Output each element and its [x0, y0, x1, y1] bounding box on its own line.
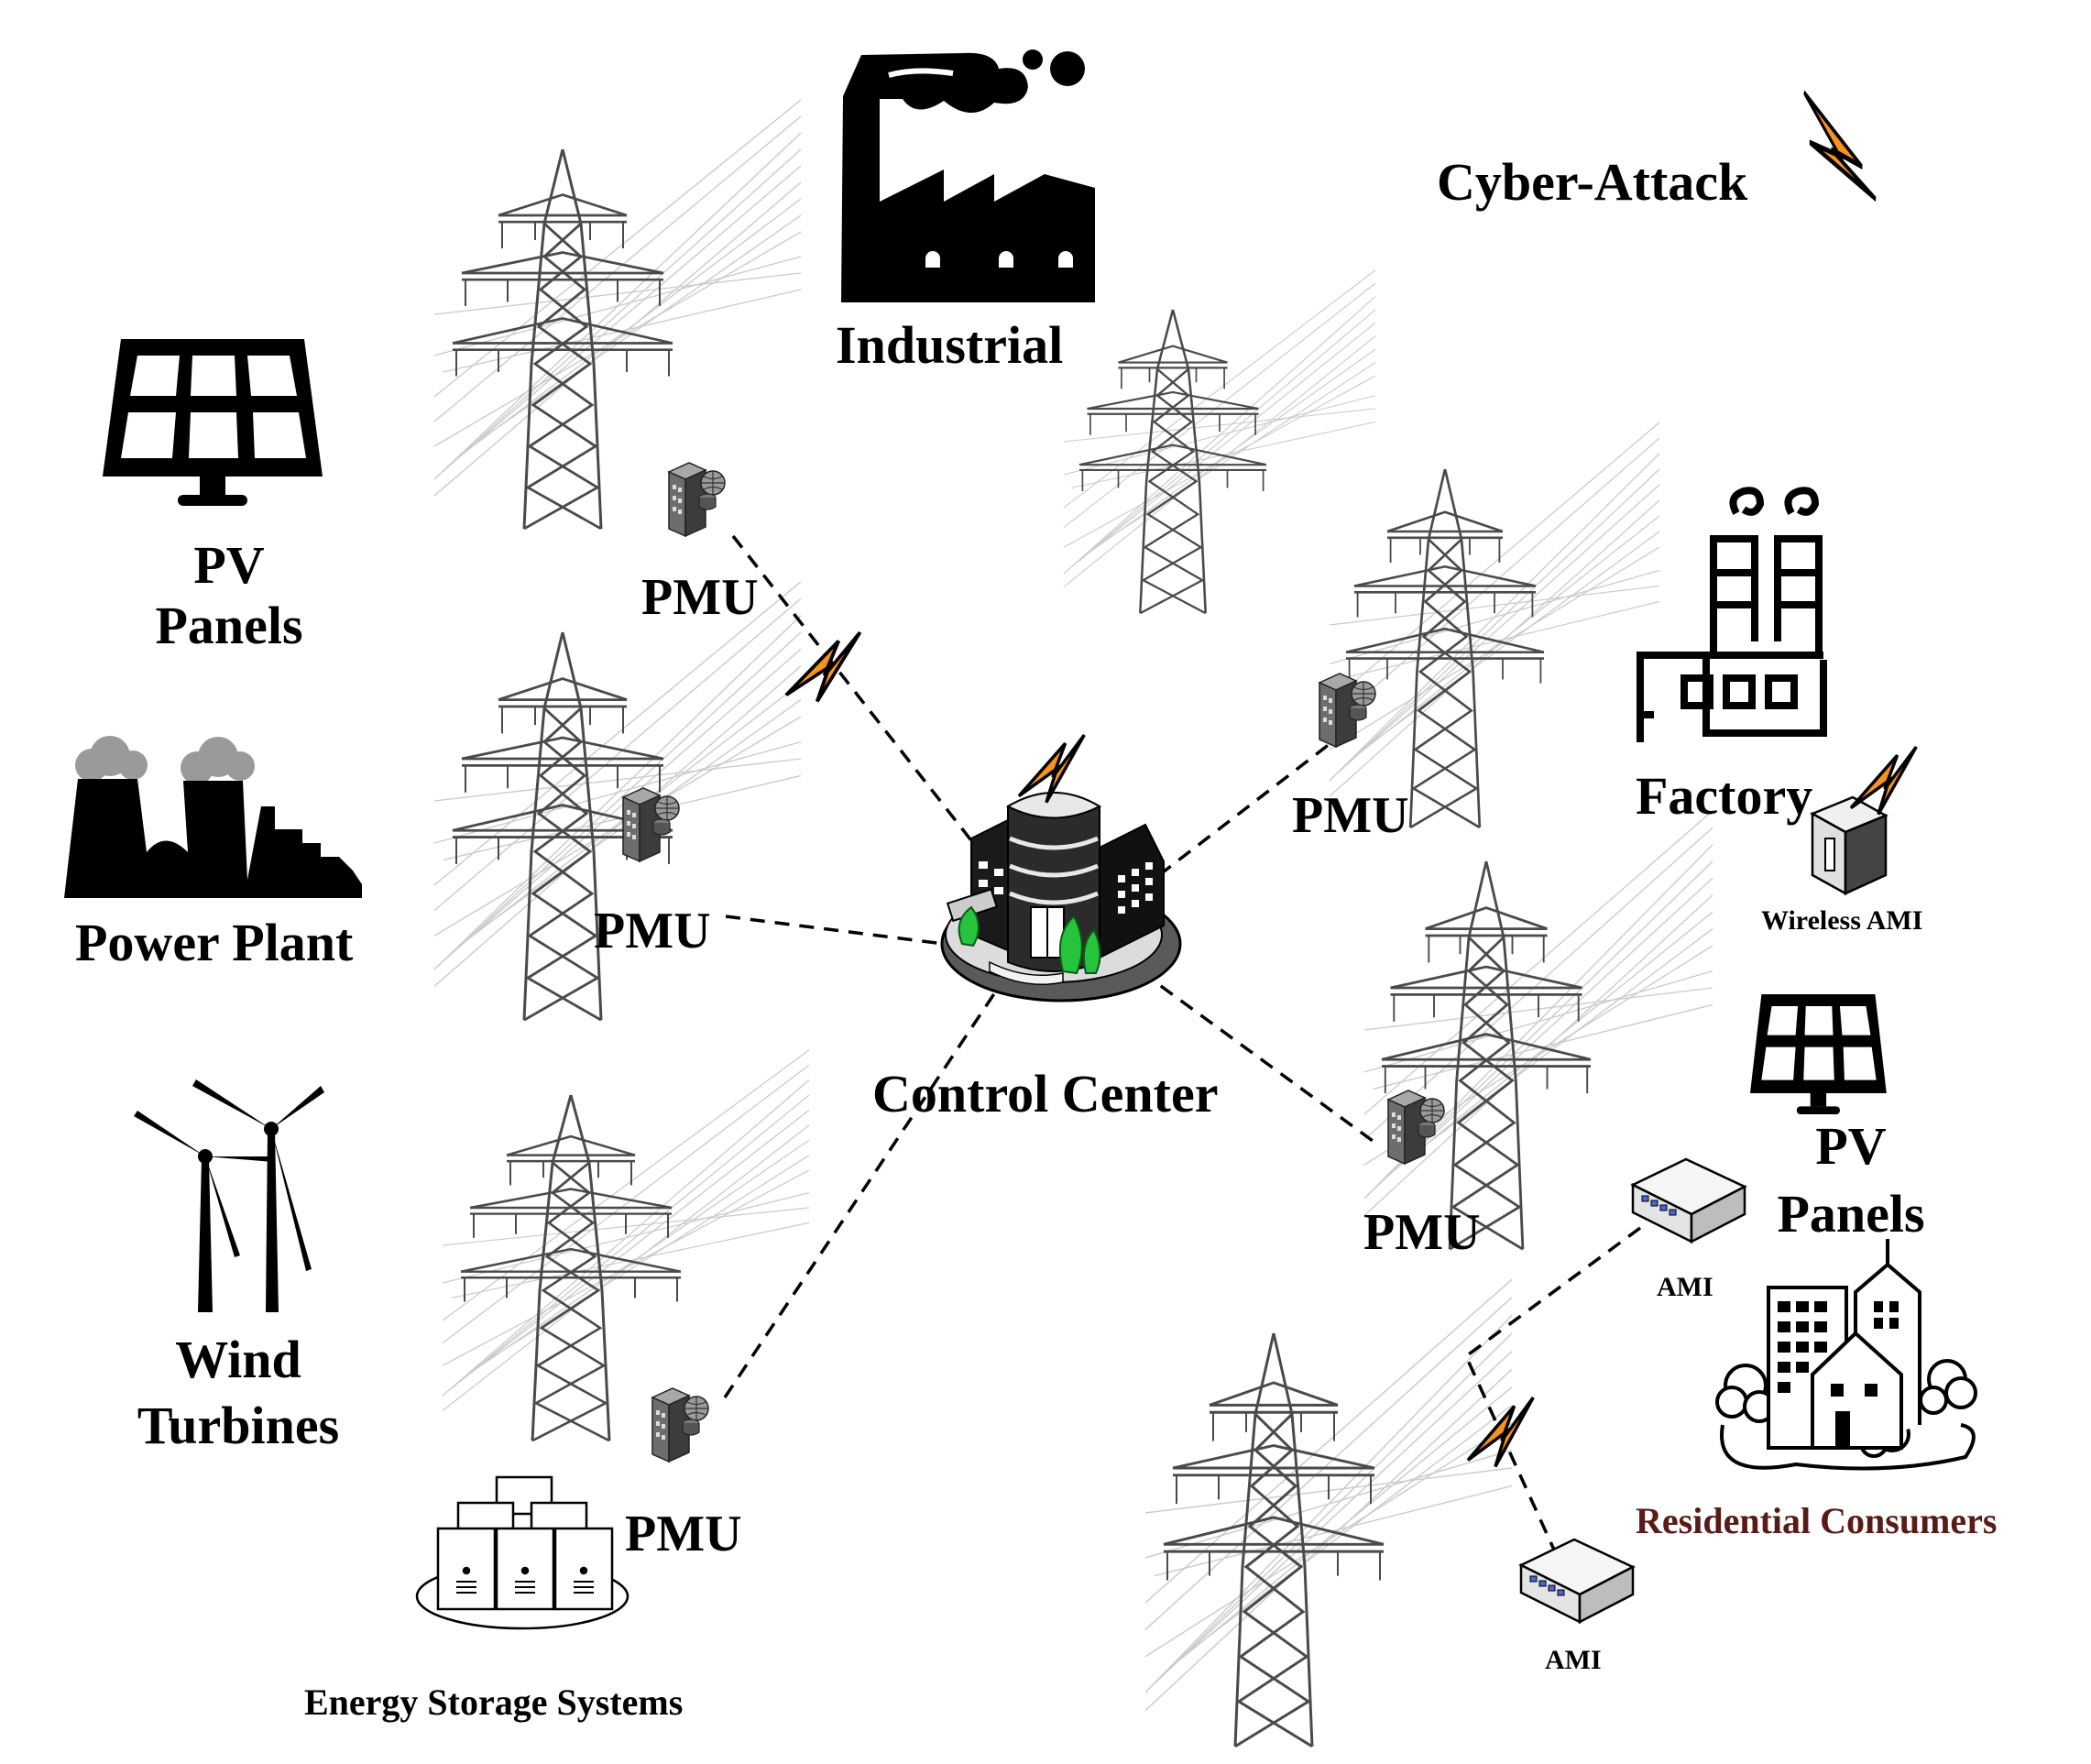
communication-links — [723, 534, 1642, 1559]
lightning-bolt-icon — [784, 630, 862, 704]
transmission-tower-icon — [432, 98, 803, 531]
pv-panels-right-label-line2: Panels — [1777, 1184, 1925, 1244]
ami-router-icon — [1519, 1538, 1635, 1624]
transmission-tower-icon — [1062, 268, 1377, 615]
ami-label: AMI — [1657, 1272, 1713, 1302]
ami-router-icon — [1631, 1157, 1746, 1244]
pmu-icon — [1387, 1090, 1445, 1165]
pmu-label: PMU — [1292, 787, 1409, 844]
transmission-tower-icon — [1144, 1277, 1514, 1748]
control-center-building-icon — [940, 792, 1182, 1003]
pmu-icon — [651, 1387, 709, 1463]
wireless-ami-label: Wireless AMI — [1761, 905, 1923, 936]
pmu-label: PMU — [594, 903, 711, 959]
factory-icon — [1637, 487, 1827, 742]
cyber-attack-label: Cyber-Attack — [1437, 152, 1748, 212]
wind-turbines-label-line1: Wind — [175, 1330, 301, 1389]
factory-label: Factory — [1636, 766, 1813, 826]
power-plant-icon — [64, 736, 362, 898]
transmission-tower-icon — [1328, 421, 1661, 829]
lightning-bolt-icon — [1800, 82, 1876, 210]
wind-turbine-icon — [134, 1079, 324, 1312]
industrial-factory-icon — [841, 49, 1095, 303]
control-center-label: Control Center — [872, 1064, 1219, 1123]
residential-consumers-label: Residential Consumers — [1636, 1500, 1998, 1541]
pmu-icon — [668, 462, 726, 537]
lightning-bolt-icon — [1017, 733, 1087, 805]
energy-storage-label: Energy Storage Systems — [304, 1682, 684, 1723]
pv-panels-left-label-line1: PV — [193, 535, 265, 595]
solar-panel-icon — [103, 339, 323, 506]
pmu-label: PMU — [1363, 1204, 1481, 1261]
transmission-tower-icon — [441, 1048, 811, 1442]
power-plant-label: Power Plant — [75, 913, 354, 972]
ami-label: AMI — [1545, 1645, 1602, 1675]
wind-turbines-label-line2: Turbines — [137, 1396, 340, 1455]
pmu-label: PMU — [625, 1506, 742, 1562]
pmu-label: PMU — [641, 569, 759, 626]
wireless-ami-icon — [1810, 795, 1888, 896]
residential-buildings-icon — [1715, 1239, 1977, 1471]
pmu-icon — [622, 787, 680, 862]
industrial-label: Industrial — [836, 315, 1064, 375]
pv-panels-right-label-line1: PV — [1815, 1116, 1887, 1176]
pmu-icon — [1319, 673, 1376, 748]
solar-panel-icon — [1750, 994, 1887, 1115]
pv-panels-left-label-line2: Panels — [155, 596, 303, 655]
energy-storage-icon — [415, 1475, 629, 1630]
